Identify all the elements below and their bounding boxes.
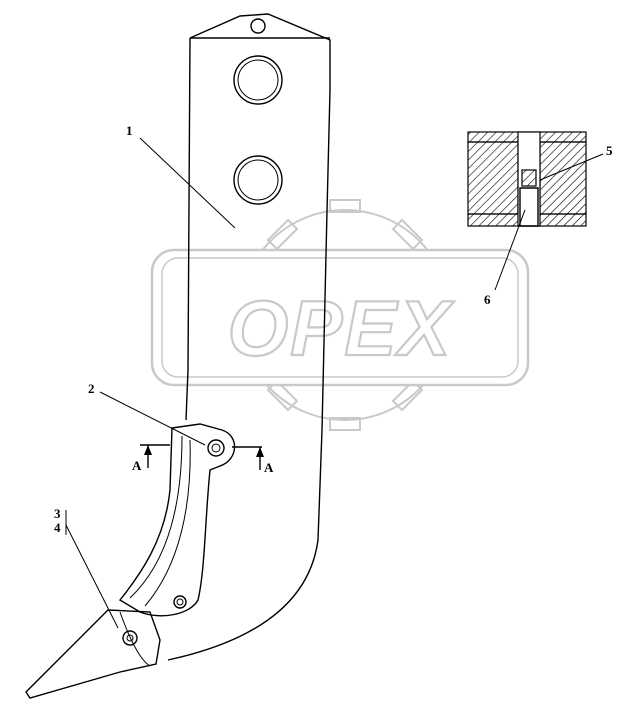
callout-part-6: 6 bbox=[484, 292, 491, 307]
shank-top-hole bbox=[250, 18, 266, 34]
watermark-frame-inner bbox=[161, 257, 519, 378]
guard-pin-top bbox=[207, 439, 225, 457]
retainer-part-5 bbox=[521, 169, 537, 187]
callout-part-4: 4 bbox=[54, 520, 61, 535]
pin-part-6 bbox=[519, 187, 539, 227]
shank-hole-lower bbox=[233, 155, 283, 205]
callout-part-2: 2 bbox=[88, 381, 95, 396]
opex-watermark: OPEX bbox=[150, 199, 530, 431]
section-arrow-right: A bbox=[232, 446, 274, 475]
guard-pin-bottom bbox=[173, 595, 187, 609]
shin-guard-part-2 bbox=[118, 423, 236, 617]
section-a-a-detail bbox=[467, 131, 587, 227]
watermark-frame-outer bbox=[150, 248, 530, 387]
section-arrow-left: A bbox=[132, 444, 170, 473]
shank-part-1 bbox=[167, 13, 331, 661]
callout-part-5: 5 bbox=[606, 143, 613, 158]
shank-hole-upper bbox=[233, 55, 283, 105]
tip-part-3-4 bbox=[25, 609, 161, 699]
section-label-right: A bbox=[264, 460, 274, 475]
leader-lines bbox=[65, 137, 604, 629]
tip-pin bbox=[122, 630, 138, 646]
callout-part-3: 3 bbox=[54, 506, 61, 521]
section-label-left: A bbox=[132, 458, 142, 473]
callout-part-1: 1 bbox=[126, 123, 133, 138]
watermark-text: OPEX bbox=[228, 284, 455, 372]
